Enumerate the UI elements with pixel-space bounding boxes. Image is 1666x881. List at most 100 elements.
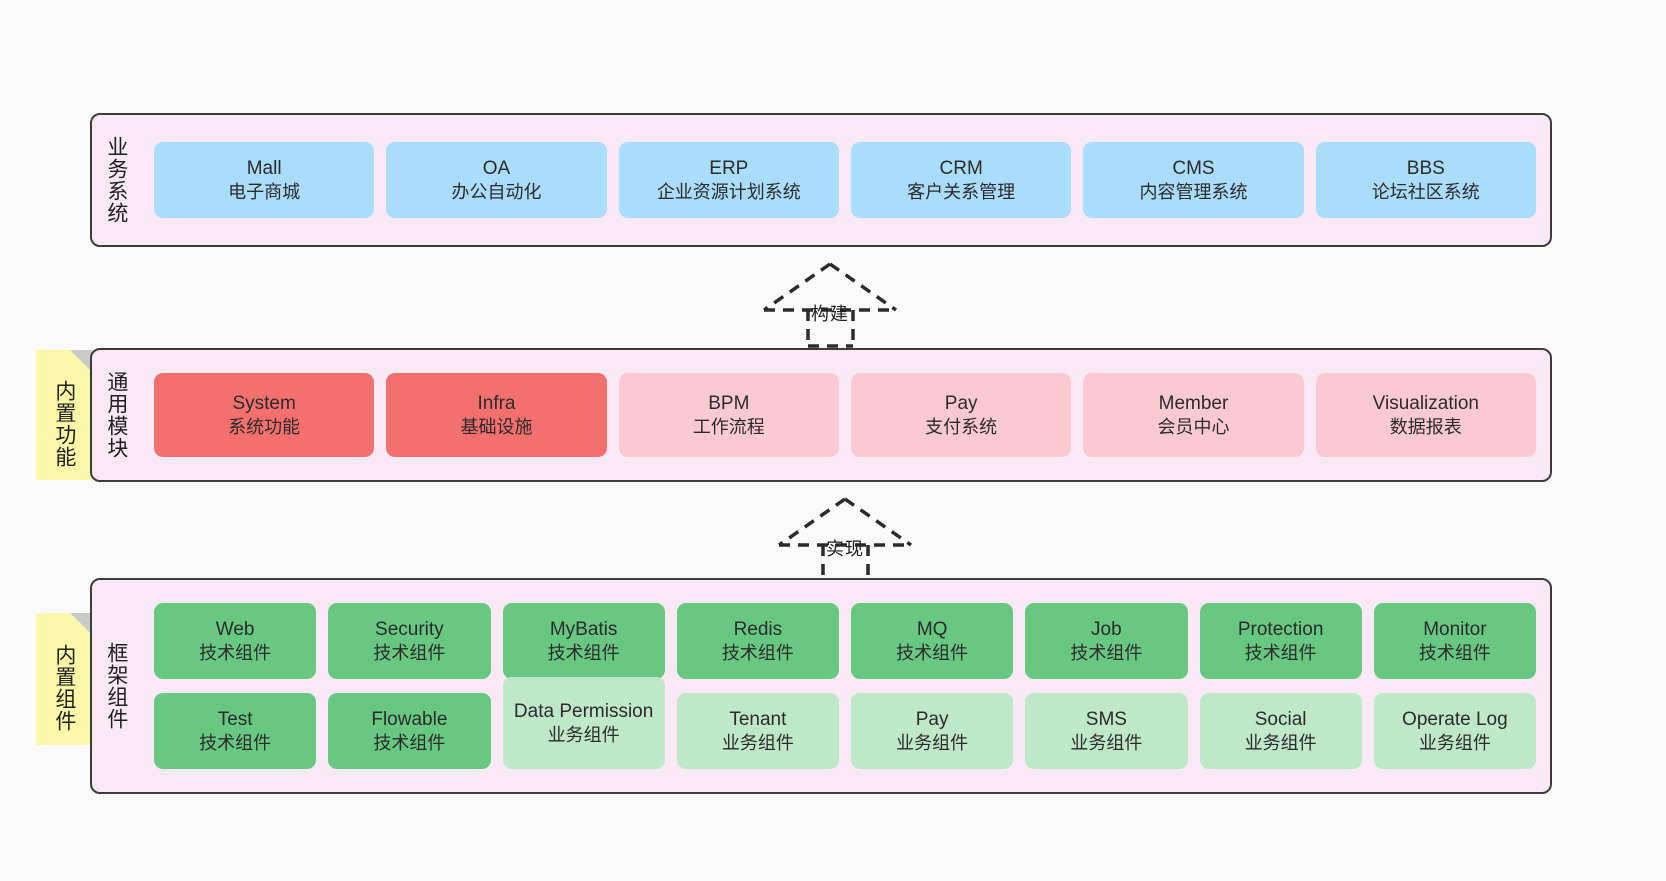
node-data-permission-en: Data Permission <box>513 700 654 722</box>
node-operate-log-en: Operate Log <box>1402 708 1508 730</box>
node-bbs-en: BBS <box>1406 157 1445 179</box>
node-member[interactable]: Member 会员中心 <box>1083 373 1304 457</box>
node-flowable-cn: 技术组件 <box>373 732 446 753</box>
node-visualization-en: Visualization <box>1372 392 1479 414</box>
node-job-cn: 技术组件 <box>1070 642 1143 663</box>
node-tenant[interactable]: Tenant 业务组件 <box>676 693 839 769</box>
node-mybatis-en: MyBatis <box>549 618 618 640</box>
node-test[interactable]: Test 技术组件 <box>154 693 317 769</box>
node-erp-cn: 企业资源计划系统 <box>656 181 801 202</box>
node-mall[interactable]: Mall 电子商城 <box>154 142 375 218</box>
node-security[interactable]: Security 技术组件 <box>328 603 491 679</box>
node-flowable-en: Flowable <box>371 708 448 730</box>
node-infra-en: Infra <box>477 392 516 414</box>
node-erp[interactable]: ERP 企业资源计划系统 <box>618 142 839 218</box>
connector-implement-label: 实现 <box>826 539 864 559</box>
layer-business-system: 业务系统 Mall 电子商城 OA 办公自动化 ERP 企业资源计划系统 CRM… <box>90 113 1552 247</box>
node-cms-cn: 内容管理系统 <box>1139 181 1248 202</box>
node-web-cn: 技术组件 <box>199 642 272 663</box>
connector-build-label: 构建 <box>811 304 849 324</box>
node-crm-en: CRM <box>939 157 983 179</box>
layer-title-business-system: 业务系统 <box>104 136 128 224</box>
node-system-cn: 系统功能 <box>228 416 301 437</box>
node-data-permission[interactable]: Data Permission 业务组件 <box>502 677 665 769</box>
node-redis-cn: 技术组件 <box>721 642 794 663</box>
node-bbs[interactable]: BBS 论坛社区系统 <box>1315 142 1536 218</box>
node-infra-cn: 基础设施 <box>460 416 533 437</box>
layer-body-framework-component: Web 技术组件 Security 技术组件 MyBatis 技术组件 Redi… <box>140 580 1550 792</box>
node-oa-en: OA <box>482 157 511 179</box>
node-pay-component[interactable]: Pay 业务组件 <box>851 693 1014 769</box>
sticky-note-builtin-features: 内置功能 <box>36 350 92 480</box>
node-test-cn: 技术组件 <box>199 732 272 753</box>
node-web[interactable]: Web 技术组件 <box>154 603 317 679</box>
node-tenant-cn: 业务组件 <box>721 732 794 753</box>
node-mq-cn: 技术组件 <box>896 642 969 663</box>
framework-row-business: Test 技术组件 Flowable 技术组件 Data Permission … <box>154 677 1536 769</box>
sticky-note-builtin-components: 内置组件 <box>36 613 92 745</box>
node-redis-en: Redis <box>733 618 783 640</box>
connector-implement: 实现 <box>775 493 915 583</box>
node-protection-en: Protection <box>1237 618 1324 640</box>
node-visualization-cn: 数据报表 <box>1389 416 1462 437</box>
node-monitor-cn: 技术组件 <box>1418 642 1491 663</box>
node-crm[interactable]: CRM 客户关系管理 <box>850 142 1072 218</box>
node-mall-cn: 电子商城 <box>228 181 301 202</box>
node-sms-en: SMS <box>1085 708 1127 730</box>
node-infra[interactable]: Infra 基础设施 <box>386 373 607 457</box>
node-pay-module-cn: 支付系统 <box>925 416 998 437</box>
node-bpm-cn: 工作流程 <box>692 416 765 437</box>
node-social[interactable]: Social 业务组件 <box>1199 693 1362 769</box>
node-protection[interactable]: Protection 技术组件 <box>1199 603 1362 679</box>
node-social-cn: 业务组件 <box>1244 732 1317 753</box>
node-cms-en: CMS <box>1172 157 1215 179</box>
node-web-en: Web <box>215 618 255 640</box>
node-visualization[interactable]: Visualization 数据报表 <box>1315 373 1536 457</box>
node-mybatis[interactable]: MyBatis 技术组件 <box>502 603 665 679</box>
node-flowable[interactable]: Flowable 技术组件 <box>328 693 491 769</box>
node-erp-en: ERP <box>709 157 749 179</box>
node-member-en: Member <box>1158 392 1229 414</box>
node-pay-component-en: Pay <box>915 708 949 730</box>
layer-body-business-system: Mall 电子商城 OA 办公自动化 ERP 企业资源计划系统 CRM 客户关系… <box>140 115 1550 245</box>
framework-row-tech: Web 技术组件 Security 技术组件 MyBatis 技术组件 Redi… <box>154 603 1536 679</box>
node-pay-component-cn: 业务组件 <box>896 732 969 753</box>
node-bpm[interactable]: BPM 工作流程 <box>618 373 839 457</box>
node-social-en: Social <box>1254 708 1307 730</box>
node-operate-log[interactable]: Operate Log 业务组件 <box>1373 693 1536 769</box>
node-system-en: System <box>232 392 296 414</box>
node-pay-module-en: Pay <box>944 392 978 414</box>
node-member-cn: 会员中心 <box>1157 416 1230 437</box>
node-data-permission-cn: 业务组件 <box>547 724 620 745</box>
node-system[interactable]: System 系统功能 <box>154 373 375 457</box>
layer-common-module: 通用模块 System 系统功能 Infra 基础设施 BPM 工作流程 Pay… <box>90 348 1552 482</box>
node-test-en: Test <box>217 708 253 730</box>
node-redis[interactable]: Redis 技术组件 <box>676 603 839 679</box>
node-operate-log-cn: 业务组件 <box>1418 732 1491 753</box>
node-monitor[interactable]: Monitor 技术组件 <box>1373 603 1536 679</box>
node-mq[interactable]: MQ 技术组件 <box>851 603 1014 679</box>
node-job-en: Job <box>1091 618 1122 640</box>
node-tenant-en: Tenant <box>729 708 787 730</box>
node-mall-en: Mall <box>246 157 282 179</box>
node-security-cn: 技术组件 <box>373 642 446 663</box>
node-oa-cn: 办公自动化 <box>451 181 542 202</box>
layer-title-common-module: 通用模块 <box>104 371 128 459</box>
node-monitor-en: Monitor <box>1423 618 1487 640</box>
node-crm-cn: 客户关系管理 <box>907 181 1016 202</box>
node-bpm-en: BPM <box>708 392 750 414</box>
node-mq-en: MQ <box>916 618 948 640</box>
layer-body-common-module: System 系统功能 Infra 基础设施 BPM 工作流程 Pay 支付系统… <box>140 350 1550 480</box>
node-protection-cn: 技术组件 <box>1244 642 1317 663</box>
node-security-en: Security <box>375 618 444 640</box>
connector-build: 构建 <box>760 258 900 348</box>
node-oa[interactable]: OA 办公自动化 <box>386 142 607 218</box>
node-sms[interactable]: SMS 业务组件 <box>1025 693 1188 769</box>
node-job[interactable]: Job 技术组件 <box>1025 603 1188 679</box>
node-pay-module[interactable]: Pay 支付系统 <box>850 373 1072 457</box>
node-bbs-cn: 论坛社区系统 <box>1371 181 1480 202</box>
layer-framework-component: 框架组件 Web 技术组件 Security 技术组件 MyBatis 技术组件… <box>90 578 1552 794</box>
node-cms[interactable]: CMS 内容管理系统 <box>1083 142 1304 218</box>
node-mybatis-cn: 技术组件 <box>547 642 620 663</box>
